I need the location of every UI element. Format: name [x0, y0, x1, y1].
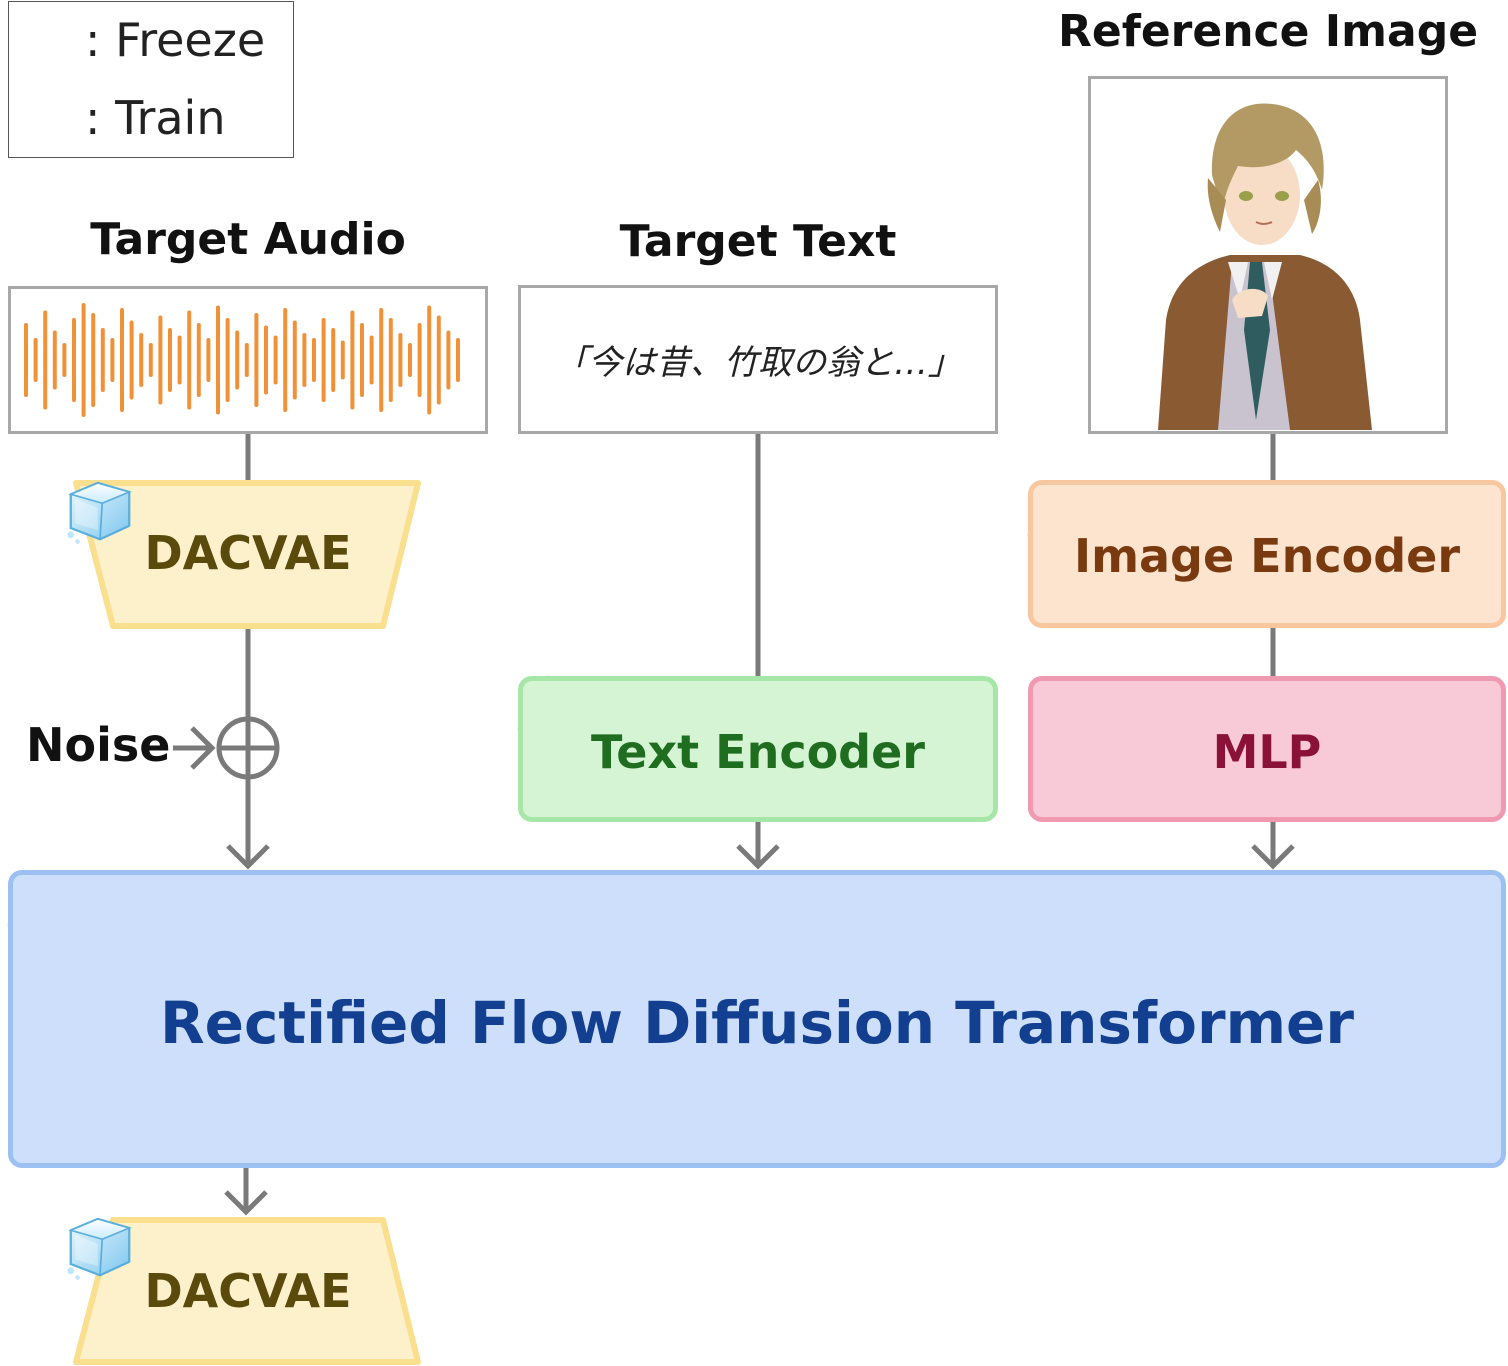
- transformer-label: Rectified Flow Diffusion Transformer: [160, 989, 1354, 1057]
- target-text-sample: 「今は昔、竹取の翁と…」: [554, 343, 962, 383]
- image-encoder-label: Image Encoder: [1073, 529, 1461, 583]
- legend: : Freeze : Train: [8, 1, 294, 158]
- legend-freeze-row: : Freeze: [21, 10, 265, 70]
- reference-image-heading: Reference Image: [1057, 6, 1479, 57]
- dacvae-input-shape: [73, 480, 421, 629]
- target-audio-box: [8, 286, 488, 434]
- text-encoder-label: Text Encoder: [591, 725, 925, 779]
- transformer-block: Rectified Flow Diffusion Transformer: [8, 870, 1506, 1168]
- connectors: [173, 433, 1295, 1216]
- target-text-heading: Target Text: [619, 216, 897, 267]
- target-audio-heading: Target Audio: [90, 214, 406, 265]
- reference-image-illustration: [1158, 103, 1372, 430]
- legend-train-label: : Train: [85, 91, 226, 145]
- audio-waveform: [24, 303, 460, 417]
- arrowhead-text-path: [736, 844, 780, 870]
- legend-train-row: : Train: [21, 88, 226, 148]
- image-encoder-block: Image Encoder: [1028, 480, 1506, 628]
- dacvae-output-shape: [73, 1217, 421, 1365]
- arrowhead-noise: [190, 726, 216, 770]
- noise-label: Noise: [26, 718, 171, 772]
- legend-freeze-label: : Freeze: [85, 13, 266, 67]
- text-encoder-block: Text Encoder: [518, 676, 998, 822]
- arrowhead-output-path: [224, 1190, 268, 1216]
- mlp-label: MLP: [1212, 725, 1322, 779]
- dacvae-input-label: DACVAE: [144, 526, 352, 580]
- reference-image-box: [1088, 76, 1448, 434]
- target-text-box: 「今は昔、竹取の翁と…」: [518, 285, 998, 434]
- arrowhead-image-path: [1251, 844, 1295, 870]
- arrowhead-audio-path: [226, 844, 270, 870]
- mlp-block: MLP: [1028, 676, 1506, 822]
- dacvae-output-label: DACVAE: [144, 1264, 352, 1318]
